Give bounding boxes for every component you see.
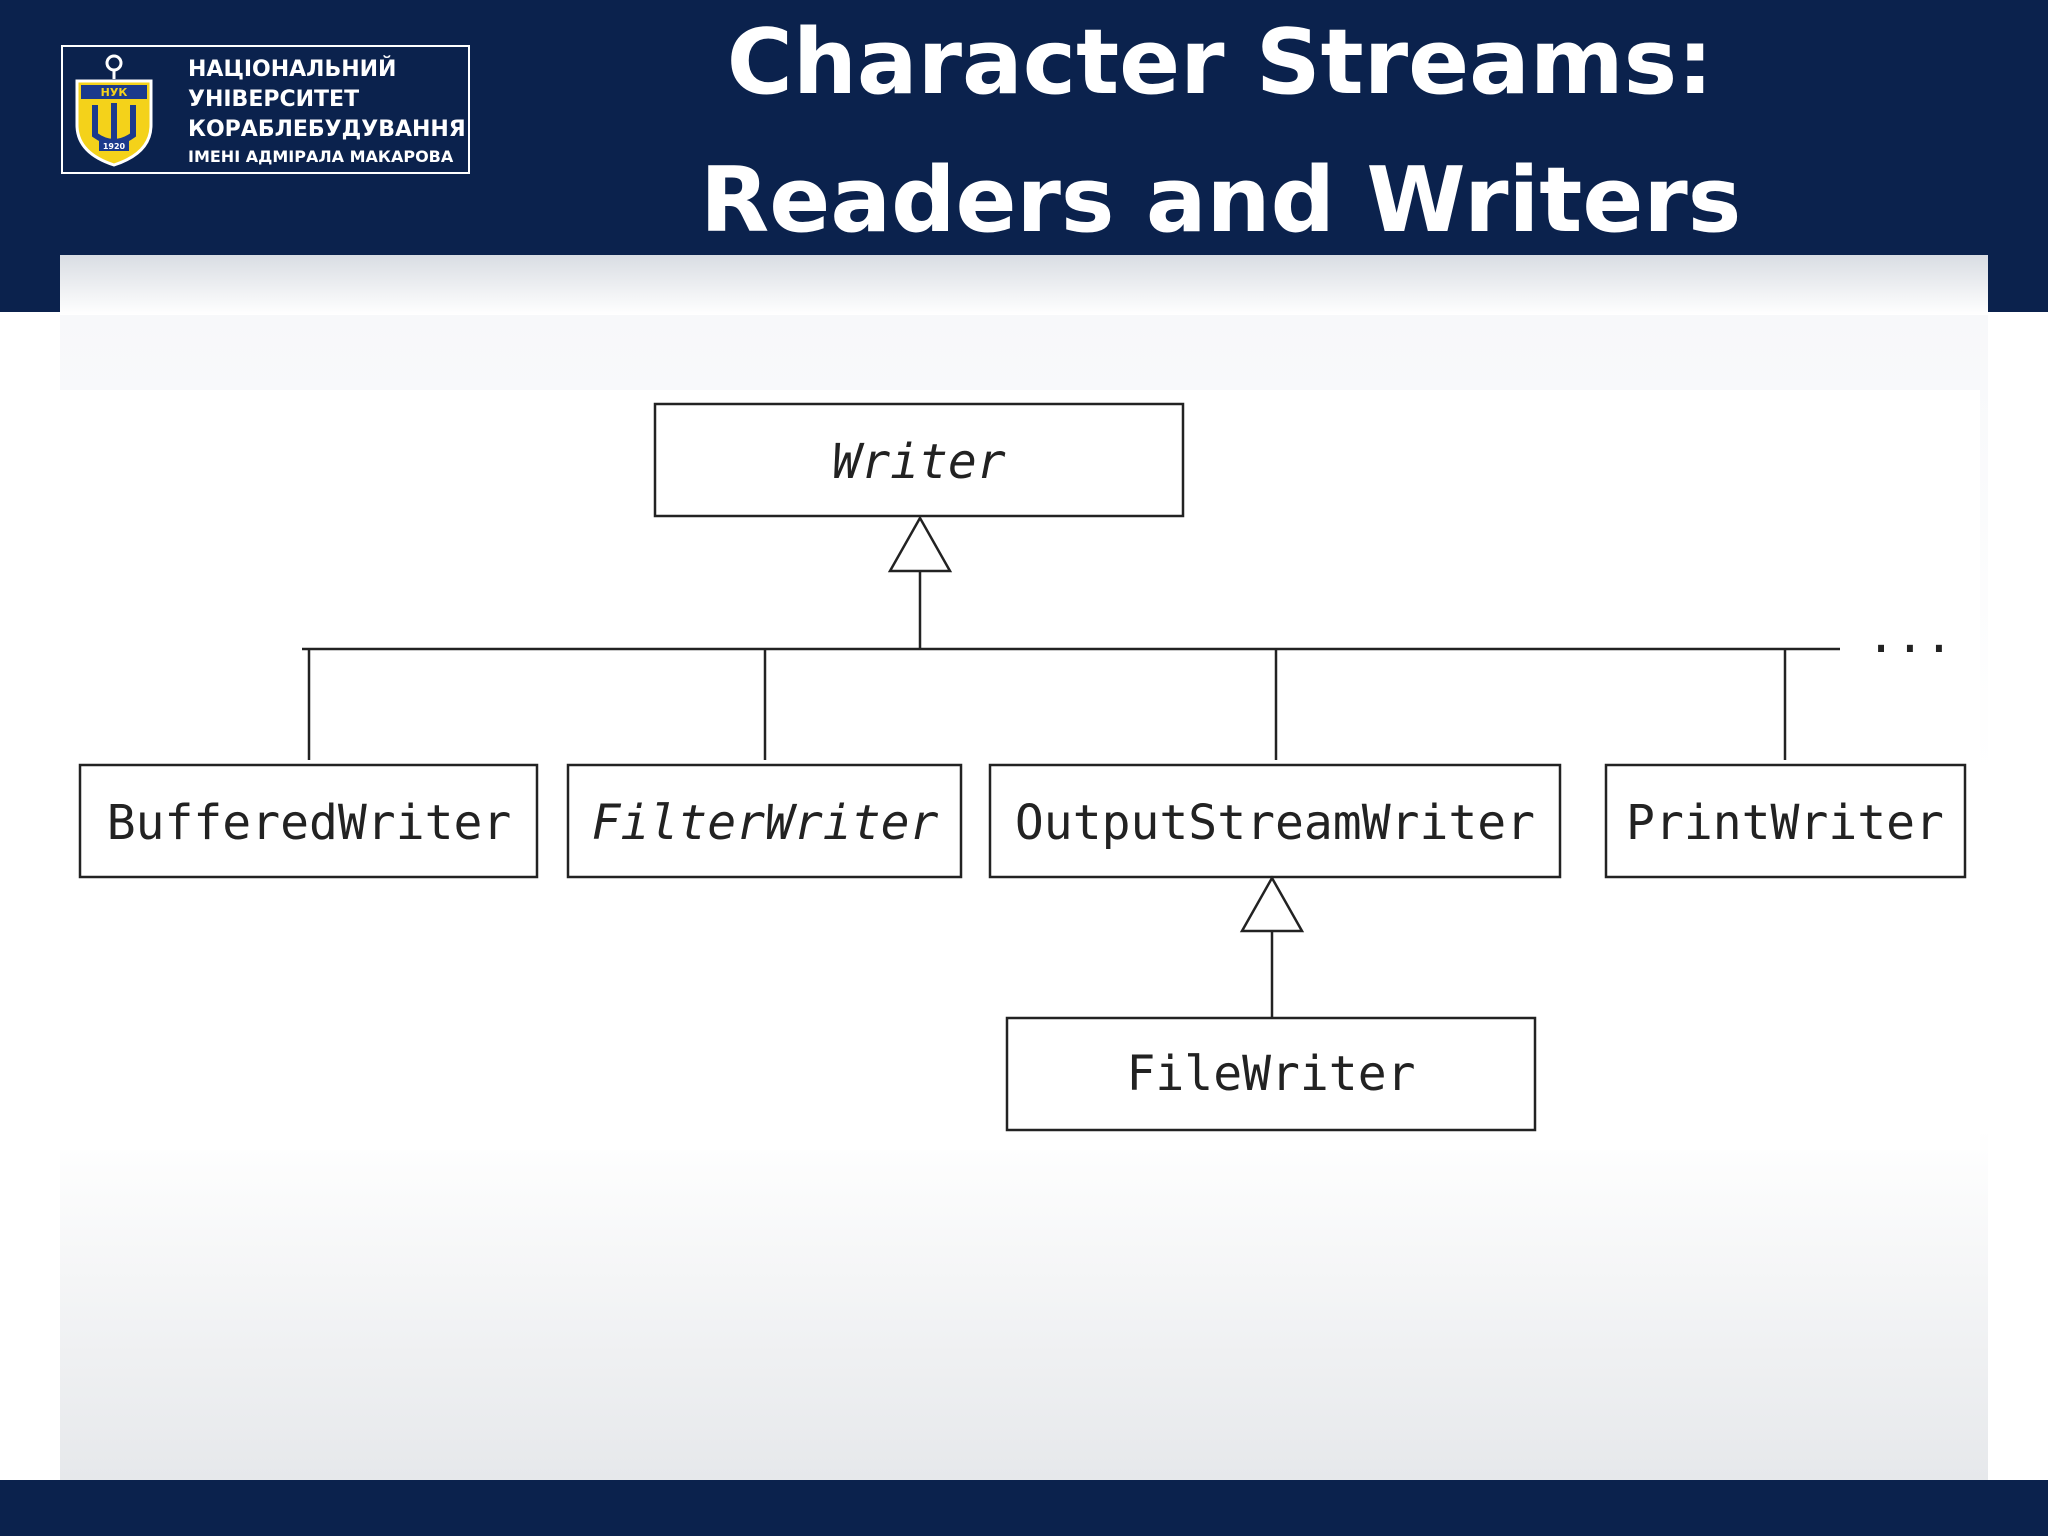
university-name-line-2: УНІВЕРСИТЕТ — [188, 87, 360, 112]
writer-inheritance-triangle — [887, 515, 953, 573]
emblem-abbrev: НУК — [101, 86, 128, 99]
filterwriter-class-box — [566, 763, 963, 879]
university-name-line-4: ІМЕНІ АДМІРАЛА МАКАРОВА — [188, 147, 454, 166]
writer-class-label: Writer — [832, 434, 1005, 490]
printwriter-class-box — [1604, 763, 1967, 879]
printwriter-class-label: PrintWriter — [1626, 795, 1944, 851]
bufferedwriter-class-box — [78, 763, 539, 879]
filterwriter-class-label: FilterWriter — [592, 795, 939, 851]
university-emblem-icon: НУК 1920 — [75, 54, 153, 167]
filewriter-class-label: FileWriter — [1127, 1046, 1416, 1102]
bufferedwriter-class-label: BufferedWriter — [107, 795, 512, 851]
header-shadow — [60, 255, 1988, 315]
writer-class-box — [653, 402, 1185, 518]
class-hierarchy-diagram: Writer BufferedWriter FilterWriter Outpu… — [60, 390, 1980, 1150]
slide-footer — [0, 1480, 2048, 1536]
slide-title-line-2: Readers and Writers — [700, 148, 1742, 253]
university-logo: НУК 1920 НАЦІОНАЛЬНИЙ УНІВЕРСИТЕТ КОРАБЛ… — [61, 45, 470, 174]
outputstreamwriter-class-label: OutputStreamWriter — [1015, 795, 1535, 851]
university-name-line-1: НАЦІОНАЛЬНИЙ — [188, 57, 397, 82]
more-subclasses-ellipsis: ... — [1867, 608, 1954, 664]
outputstreamwriter-class-box — [988, 763, 1562, 879]
university-name-line-3: КОРАБЛЕБУДУВАННЯ — [188, 117, 466, 142]
outputstreamwriter-inheritance-triangle — [1239, 875, 1305, 933]
emblem-year: 1920 — [103, 142, 126, 151]
filewriter-class-box — [1005, 1016, 1537, 1132]
slide-title-line-1: Character Streams: — [726, 10, 1714, 115]
